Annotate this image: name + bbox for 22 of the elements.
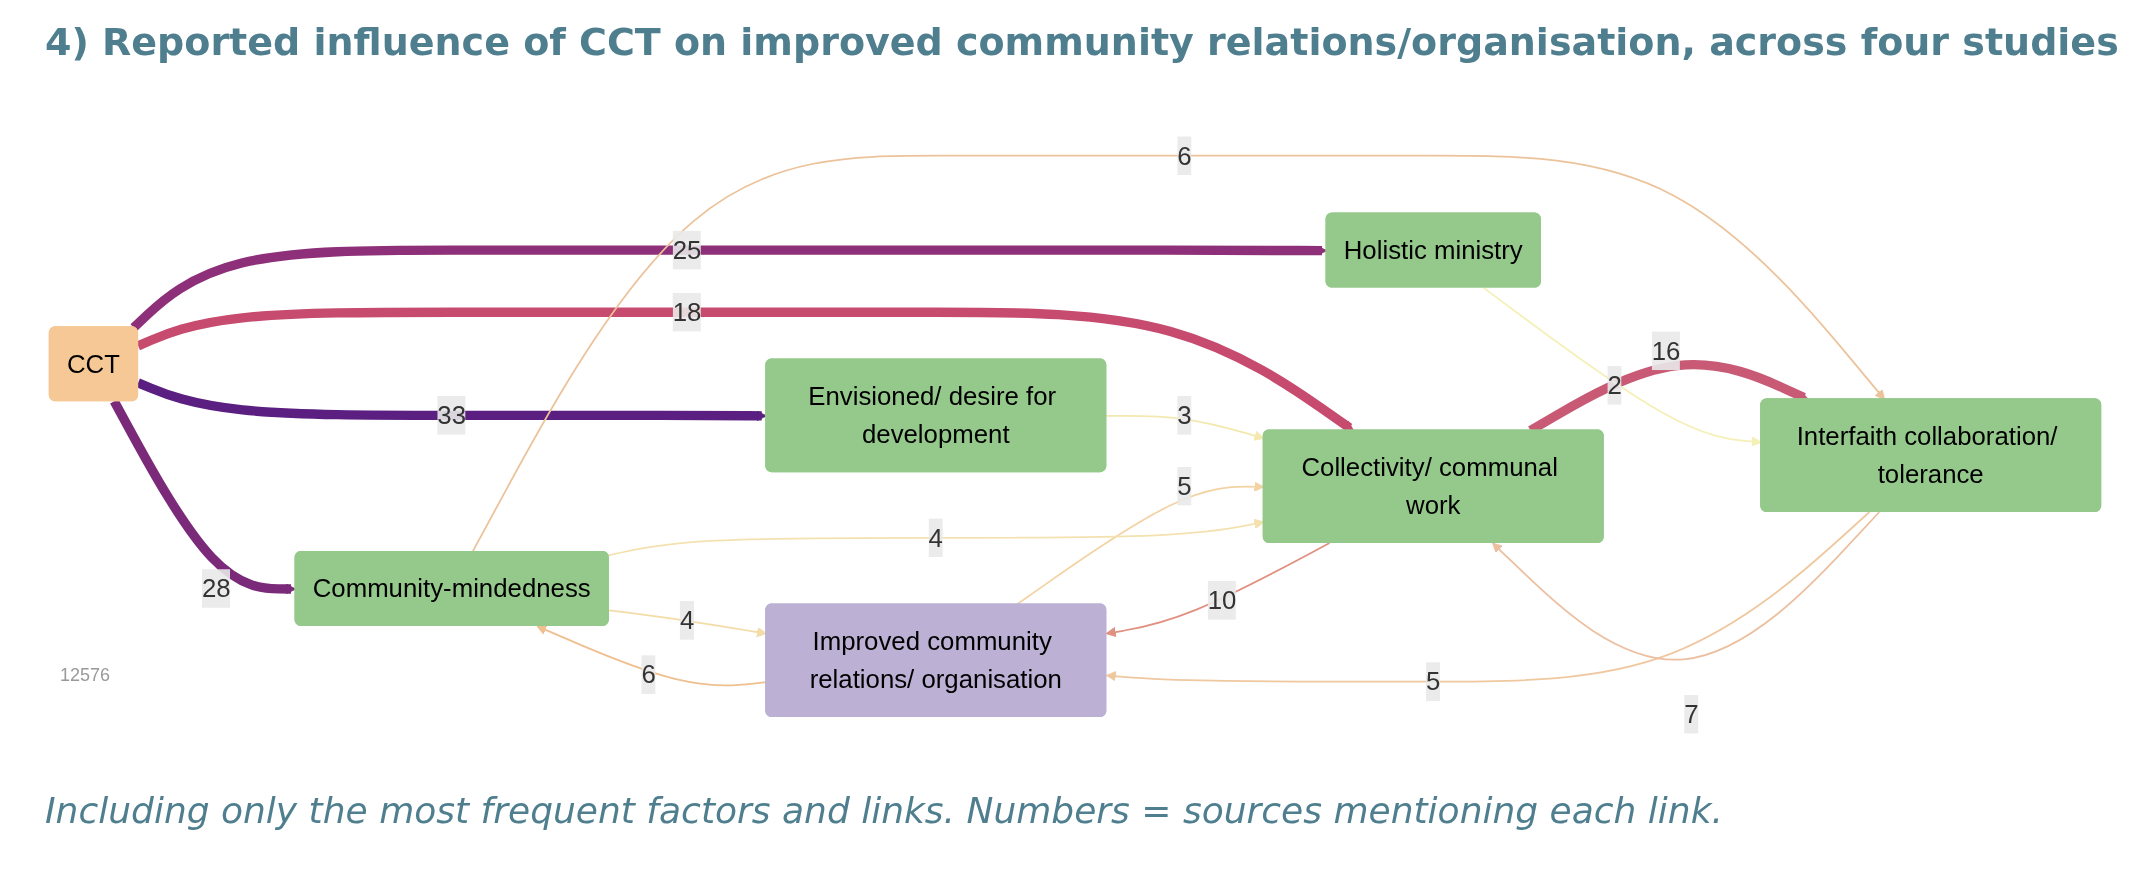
edge-label: 6 (641, 659, 656, 690)
diagram-title: 4) Reported influence of CCT on improved community relations/organisation, across four studies (45, 20, 2119, 64)
edge-label: 4 (928, 523, 943, 553)
edge-label: 16 (1651, 336, 1681, 366)
edge-label: 5 (1426, 666, 1441, 697)
arrow (1105, 542, 1331, 638)
edge-label: 2 (1607, 370, 1622, 401)
edge-label: 3 (1177, 400, 1192, 430)
caption: Including only the most frequent factors and links. Numbers = sources mentioning each link. (45, 790, 1723, 831)
arrow (471, 154, 1886, 553)
edge-label: 18 (672, 297, 702, 327)
edge-label: 33 (437, 400, 467, 430)
edge-label: 25 (672, 235, 702, 265)
edge-label: 5 (1177, 471, 1192, 501)
edge-label: 7 (1684, 699, 1699, 729)
arrow (1492, 511, 1881, 661)
edge-label: 28 (201, 573, 231, 604)
edge-label: 6 (1177, 141, 1192, 171)
note-number: 12576 (60, 665, 111, 686)
edge-label: 4 (679, 605, 695, 636)
edge-label: 10 (1207, 585, 1237, 616)
arrow (1105, 511, 1871, 683)
